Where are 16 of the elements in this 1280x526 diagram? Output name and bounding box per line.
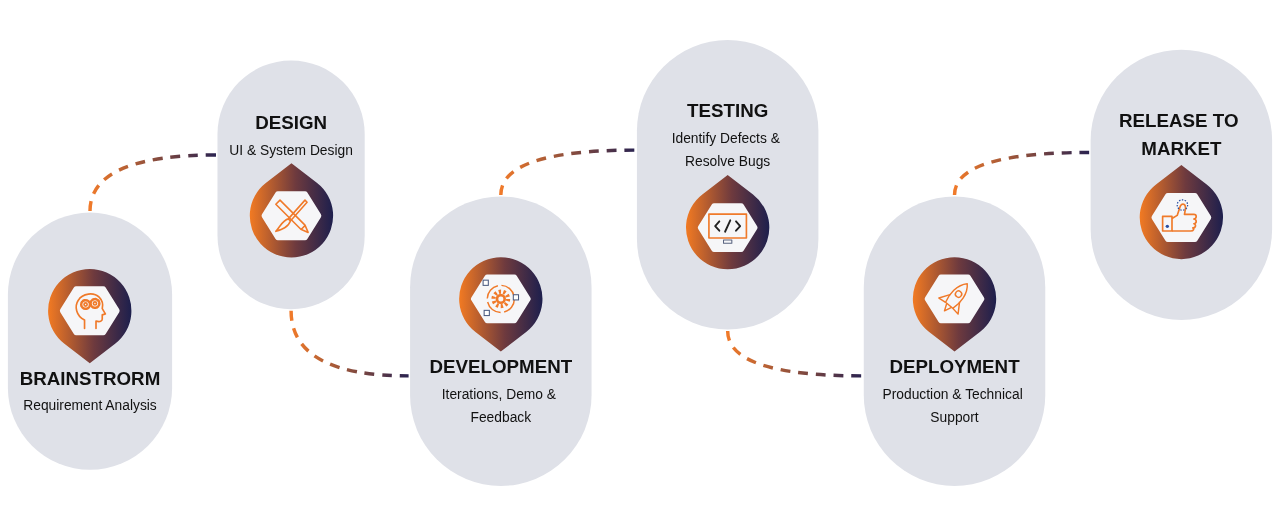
dashed-connector	[289, 310, 409, 378]
stage-description: Production & Technical Support	[882, 385, 1024, 425]
dashed-connector	[952, 150, 1090, 196]
stage-title: DEPLOYMENT	[889, 356, 1020, 377]
stage-title: BRAINSTRORM	[19, 368, 161, 389]
stage-title: DEVELOPMENT	[429, 356, 573, 377]
dashed-connector	[499, 148, 636, 196]
stage-title: DESIGN	[255, 112, 327, 133]
stage-description: UI & System Design	[229, 141, 353, 157]
stage-description: Requirement Analysis	[23, 397, 157, 413]
dashed-connector	[88, 153, 217, 212]
stage-title: RELEASE TO MARKET	[1119, 109, 1240, 159]
dashed-connector	[725, 330, 863, 378]
stage-description: Identify Defects & Resolve Bugs	[671, 129, 781, 169]
stage-description: Iterations, Demo & Feedback	[441, 385, 558, 425]
stage-title: TESTING	[687, 100, 769, 121]
